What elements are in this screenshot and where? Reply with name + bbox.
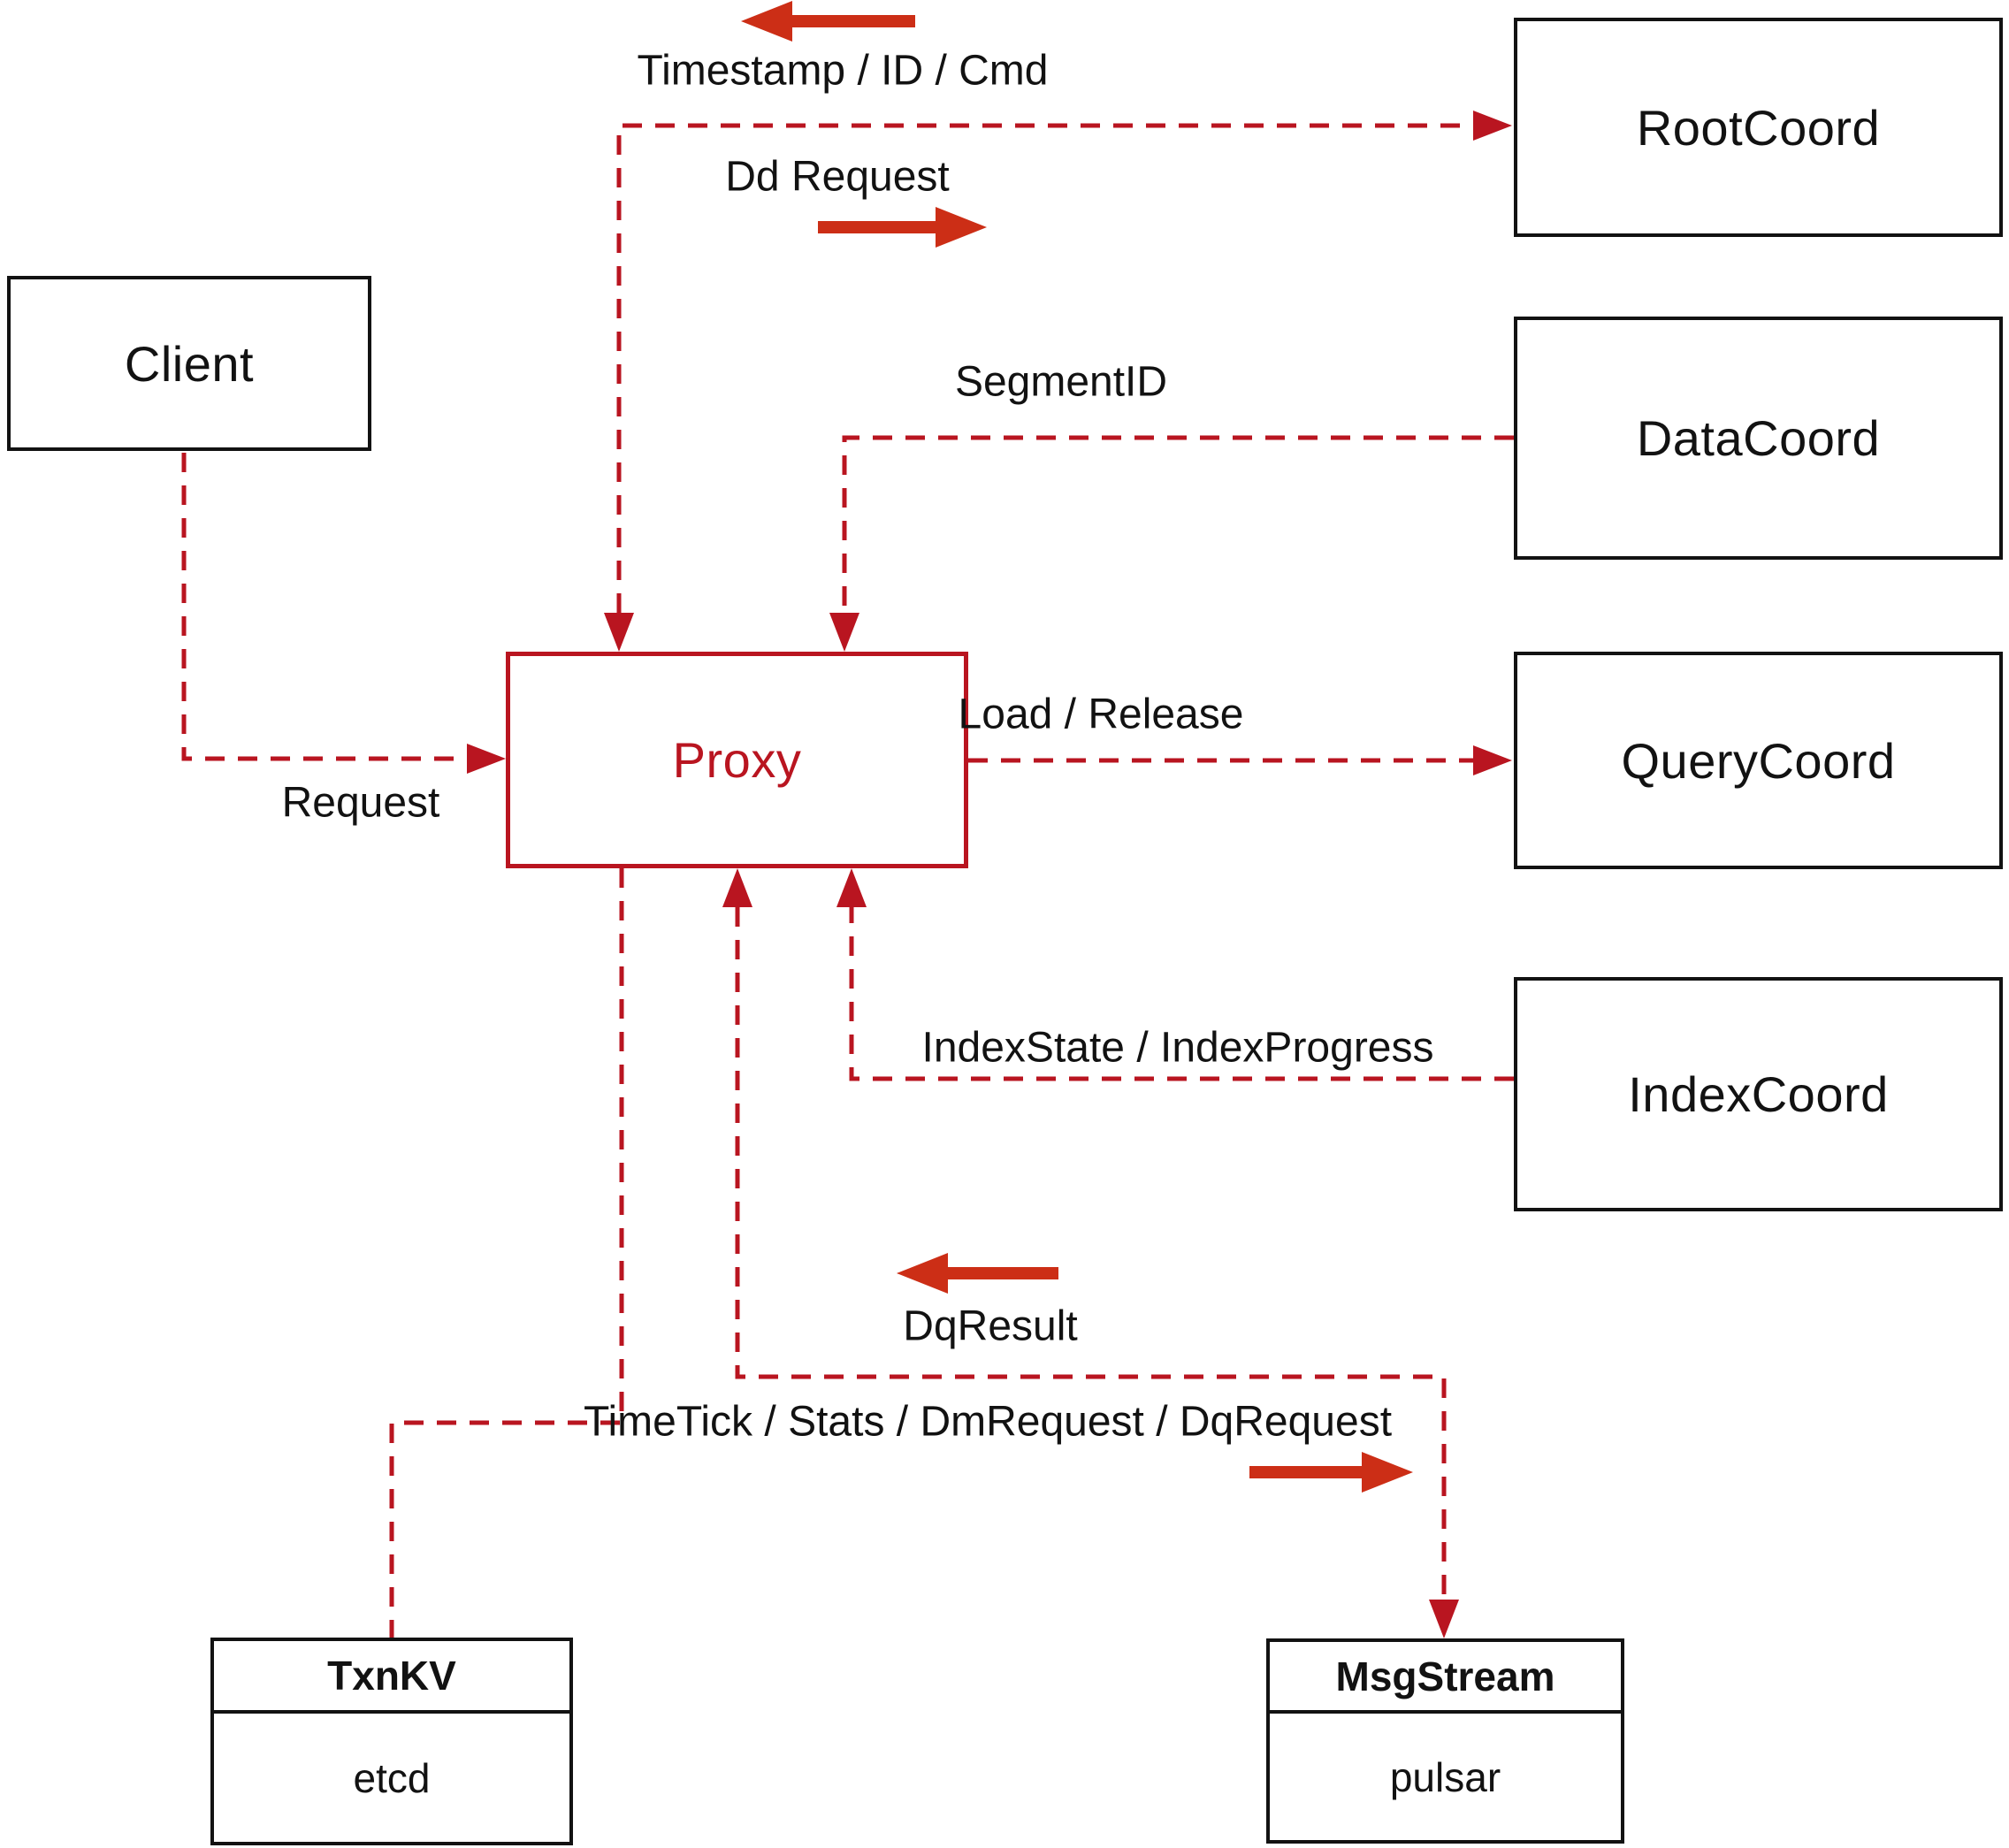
arrowhead-down-into-proxy-segmentid <box>829 613 859 652</box>
node-datacoord: DataCoord <box>1514 317 2003 560</box>
edge-label-dd-request: Dd Request <box>725 153 950 201</box>
node-txnkv: TxnKV etcd <box>210 1638 573 1845</box>
node-rootcoord: RootCoord <box>1514 18 2003 237</box>
node-proxy-label: Proxy <box>672 732 802 788</box>
edge-label-load-release: Load / Release <box>958 691 1244 738</box>
node-msgstream-impl: pulsar <box>1389 1753 1501 1800</box>
edge-proxy-msgstream <box>722 868 1459 1638</box>
node-txnkv-title: TxnKV <box>214 1641 569 1714</box>
edge-indexcoord-proxy-line <box>849 907 1514 1081</box>
node-proxy: Proxy <box>506 652 968 868</box>
direction-arrow-left-dqresult <box>897 1253 1058 1294</box>
edge-client-proxy <box>181 453 506 774</box>
arrowhead-right-into-querycoord <box>1473 745 1512 775</box>
left-arrow-icon <box>897 1253 948 1294</box>
arrowhead-down-into-proxy <box>604 613 634 652</box>
left-arrow-icon <box>741 1 792 42</box>
edge-indexcoord-proxy <box>836 868 1514 1081</box>
arrowhead-up-into-proxy-indexstate <box>836 868 867 907</box>
right-arrow-icon <box>936 207 987 248</box>
arrowhead-up-into-proxy-dqresult <box>722 868 752 907</box>
direction-arrow-right-ddrequest <box>818 207 987 248</box>
node-client-label: Client <box>124 335 255 392</box>
node-msgstream: MsgStream pulsar <box>1266 1638 1624 1844</box>
edge-label-indexstate: IndexState / IndexProgress <box>921 1024 1434 1072</box>
arrowhead-right-into-rootcoord <box>1473 111 1512 141</box>
node-rootcoord-label: RootCoord <box>1636 99 1881 156</box>
arrowhead-down-into-msgstream <box>1429 1600 1459 1638</box>
edge-proxy-msgstream-line <box>735 907 1447 1600</box>
node-datacoord-label: DataCoord <box>1636 410 1881 466</box>
node-msgstream-title: MsgStream <box>1270 1642 1621 1714</box>
node-txnkv-impl: etcd <box>353 1754 431 1801</box>
arrowhead-right-into-proxy <box>467 744 506 774</box>
node-querycoord-label: QueryCoord <box>1621 732 1896 789</box>
node-client: Client <box>7 276 371 451</box>
edge-label-request: Request <box>281 779 440 827</box>
edge-datacoord-proxy-line <box>842 435 1514 613</box>
edge-datacoord-proxy <box>829 435 1514 652</box>
edge-proxy-querycoord <box>968 745 1512 775</box>
edge-label-dqresult: DqResult <box>903 1302 1078 1350</box>
edge-proxy-rootcoord <box>604 111 1512 652</box>
edge-proxy-txnkv <box>389 868 624 1638</box>
right-arrow-icon <box>1362 1452 1413 1493</box>
node-querycoord: QueryCoord <box>1514 652 2003 869</box>
edge-label-segmentid: SegmentID <box>954 358 1168 406</box>
direction-arrow-left-timestamp <box>741 1 915 42</box>
edge-label-timestamp-id-cmd: Timestamp / ID / Cmd <box>637 47 1049 95</box>
node-indexcoord-label: IndexCoord <box>1628 1066 1889 1122</box>
edge-client-proxy-line <box>181 453 467 761</box>
direction-arrow-right-timetick <box>1249 1452 1413 1493</box>
node-indexcoord: IndexCoord <box>1514 977 2003 1211</box>
edge-label-timetick: TimeTick / Stats / DmRequest / DqRequest <box>583 1398 1393 1446</box>
edge-proxy-txnkv-line <box>389 868 624 1638</box>
edge-proxy-rootcoord-line <box>616 123 1473 613</box>
